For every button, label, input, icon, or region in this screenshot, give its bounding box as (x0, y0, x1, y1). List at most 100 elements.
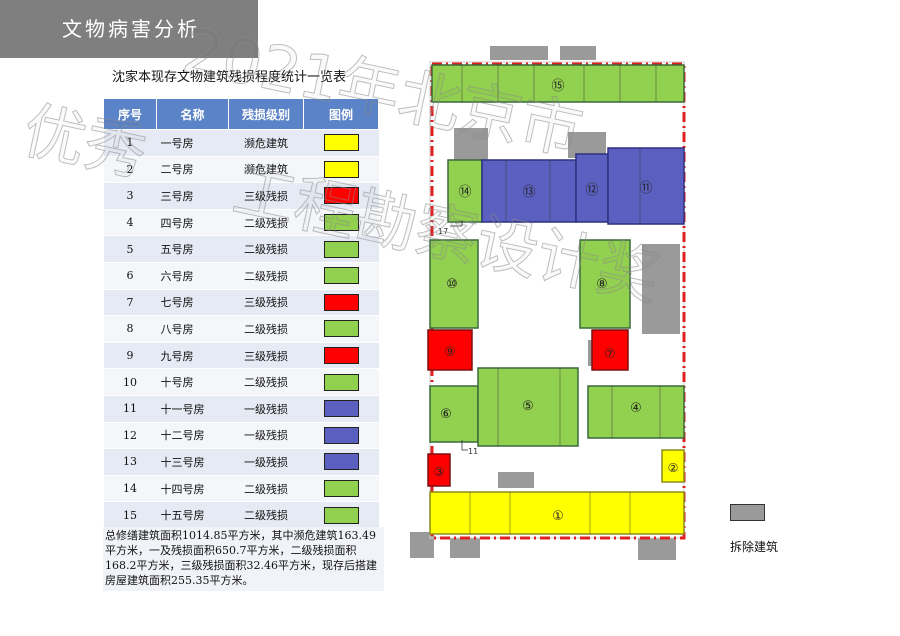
building-3: ③ (427, 453, 451, 487)
building-13: ⑬ (481, 159, 577, 223)
building-14: ⑭ (447, 159, 483, 223)
legend-swatch (323, 373, 359, 391)
cell-legend (303, 395, 379, 423)
building-4: ④ (587, 385, 685, 439)
cell-no: 14 (103, 475, 157, 503)
building-9: ⑨ (427, 329, 473, 371)
cell-name: 九号房 (156, 342, 229, 370)
building-label-13: ⑬ (522, 185, 535, 200)
building-label-3: ③ (434, 465, 445, 479)
cell-name: 八号房 (156, 315, 229, 343)
cell-legend (303, 448, 379, 476)
building-6: ⑥ (429, 385, 479, 443)
cell-name: 二号房 (156, 156, 229, 184)
cell-level: 一级残损 (228, 395, 304, 423)
building-1: ① (429, 491, 685, 535)
cell-legend (303, 262, 379, 290)
cell-name: 五号房 (156, 235, 229, 263)
legend-swatch (323, 267, 359, 285)
cell-level: 濒危建筑 (228, 156, 304, 184)
col-header-no: 序号 (103, 98, 157, 130)
cell-name: 十号房 (156, 368, 229, 396)
cell-no: 11 (103, 395, 157, 423)
cell-level: 二级残损 (228, 315, 304, 343)
building-10: ⑩ (429, 239, 479, 329)
cell-level: 二级残损 (228, 235, 304, 263)
building-label-1: ① (552, 509, 564, 524)
cell-level: 二级残损 (228, 209, 304, 237)
cell-legend (303, 129, 379, 157)
building-label-6: ⑥ (440, 407, 452, 422)
area-summary: 总修缮建筑面积1014.85平方米，其中濒危建筑163.49平方米，一及残损面积… (103, 527, 384, 591)
legend-swatch (323, 214, 359, 232)
cell-legend (303, 209, 379, 237)
legend-swatch (323, 480, 359, 498)
building-label-14: ⑭ (458, 185, 471, 200)
cell-no: 1 (103, 129, 157, 157)
cell-no: 15 (103, 501, 157, 529)
page-title: 文物病害分析 (0, 0, 258, 58)
cell-level: 二级残损 (228, 475, 304, 503)
building-11: ⑪ (607, 147, 685, 225)
cell-legend (303, 422, 379, 450)
cell-no: 4 (103, 209, 157, 237)
building-label-8: ⑧ (596, 277, 608, 292)
cell-level: 三级残损 (228, 342, 304, 370)
legend-swatch (323, 506, 359, 524)
legend-swatch (323, 400, 359, 418)
legend-swatch (323, 160, 359, 178)
building-label-2: ② (668, 461, 679, 475)
building-8: ⑧ (579, 239, 631, 329)
building-7: ⑦ (591, 329, 629, 371)
cell-name: 四号房 (156, 209, 229, 237)
cell-legend (303, 368, 379, 396)
cell-level: 濒危建筑 (228, 129, 304, 157)
cell-legend (303, 235, 379, 263)
col-header-level: 残损级别 (228, 98, 304, 130)
cell-legend (303, 156, 379, 184)
marker-17: 17 (438, 227, 448, 236)
cell-no: 10 (103, 368, 157, 396)
cell-level: 二级残损 (228, 262, 304, 290)
building-label-4: ④ (630, 401, 642, 416)
cell-legend (303, 501, 379, 529)
cell-no: 13 (103, 448, 157, 476)
cell-level: 一级残损 (228, 448, 304, 476)
building-15: ⑮ (431, 64, 685, 103)
cell-level: 三级残损 (228, 289, 304, 317)
cell-level: 三级残损 (228, 182, 304, 210)
col-header-name: 名称 (156, 98, 229, 130)
cell-name: 十四号房 (156, 475, 229, 503)
cell-name: 十三号房 (156, 448, 229, 476)
cell-legend (303, 182, 379, 210)
building-label-5: ⑤ (522, 399, 534, 414)
site-plan: ⑮ ⑭ ⑬ ⑫ ⑪ ⑩ ⑧ ⑨ ⑦ ⑥ ⑤ ④ (410, 46, 686, 560)
cell-no: 7 (103, 289, 157, 317)
cell-name: 十二号房 (156, 422, 229, 450)
cell-name: 十五号房 (156, 501, 229, 529)
cell-no: 2 (103, 156, 157, 184)
demolish-legend: 拆除建筑 (730, 504, 778, 554)
legend-swatch (323, 134, 359, 152)
building-5: ⑤ (477, 367, 579, 447)
partition-lines (461, 65, 661, 534)
legend-swatch (323, 320, 359, 338)
cell-name: 七号房 (156, 289, 229, 317)
building-label-12: ⑫ (585, 183, 598, 198)
cell-no: 12 (103, 422, 157, 450)
building-label-10: ⑩ (446, 277, 458, 292)
cell-legend (303, 342, 379, 370)
